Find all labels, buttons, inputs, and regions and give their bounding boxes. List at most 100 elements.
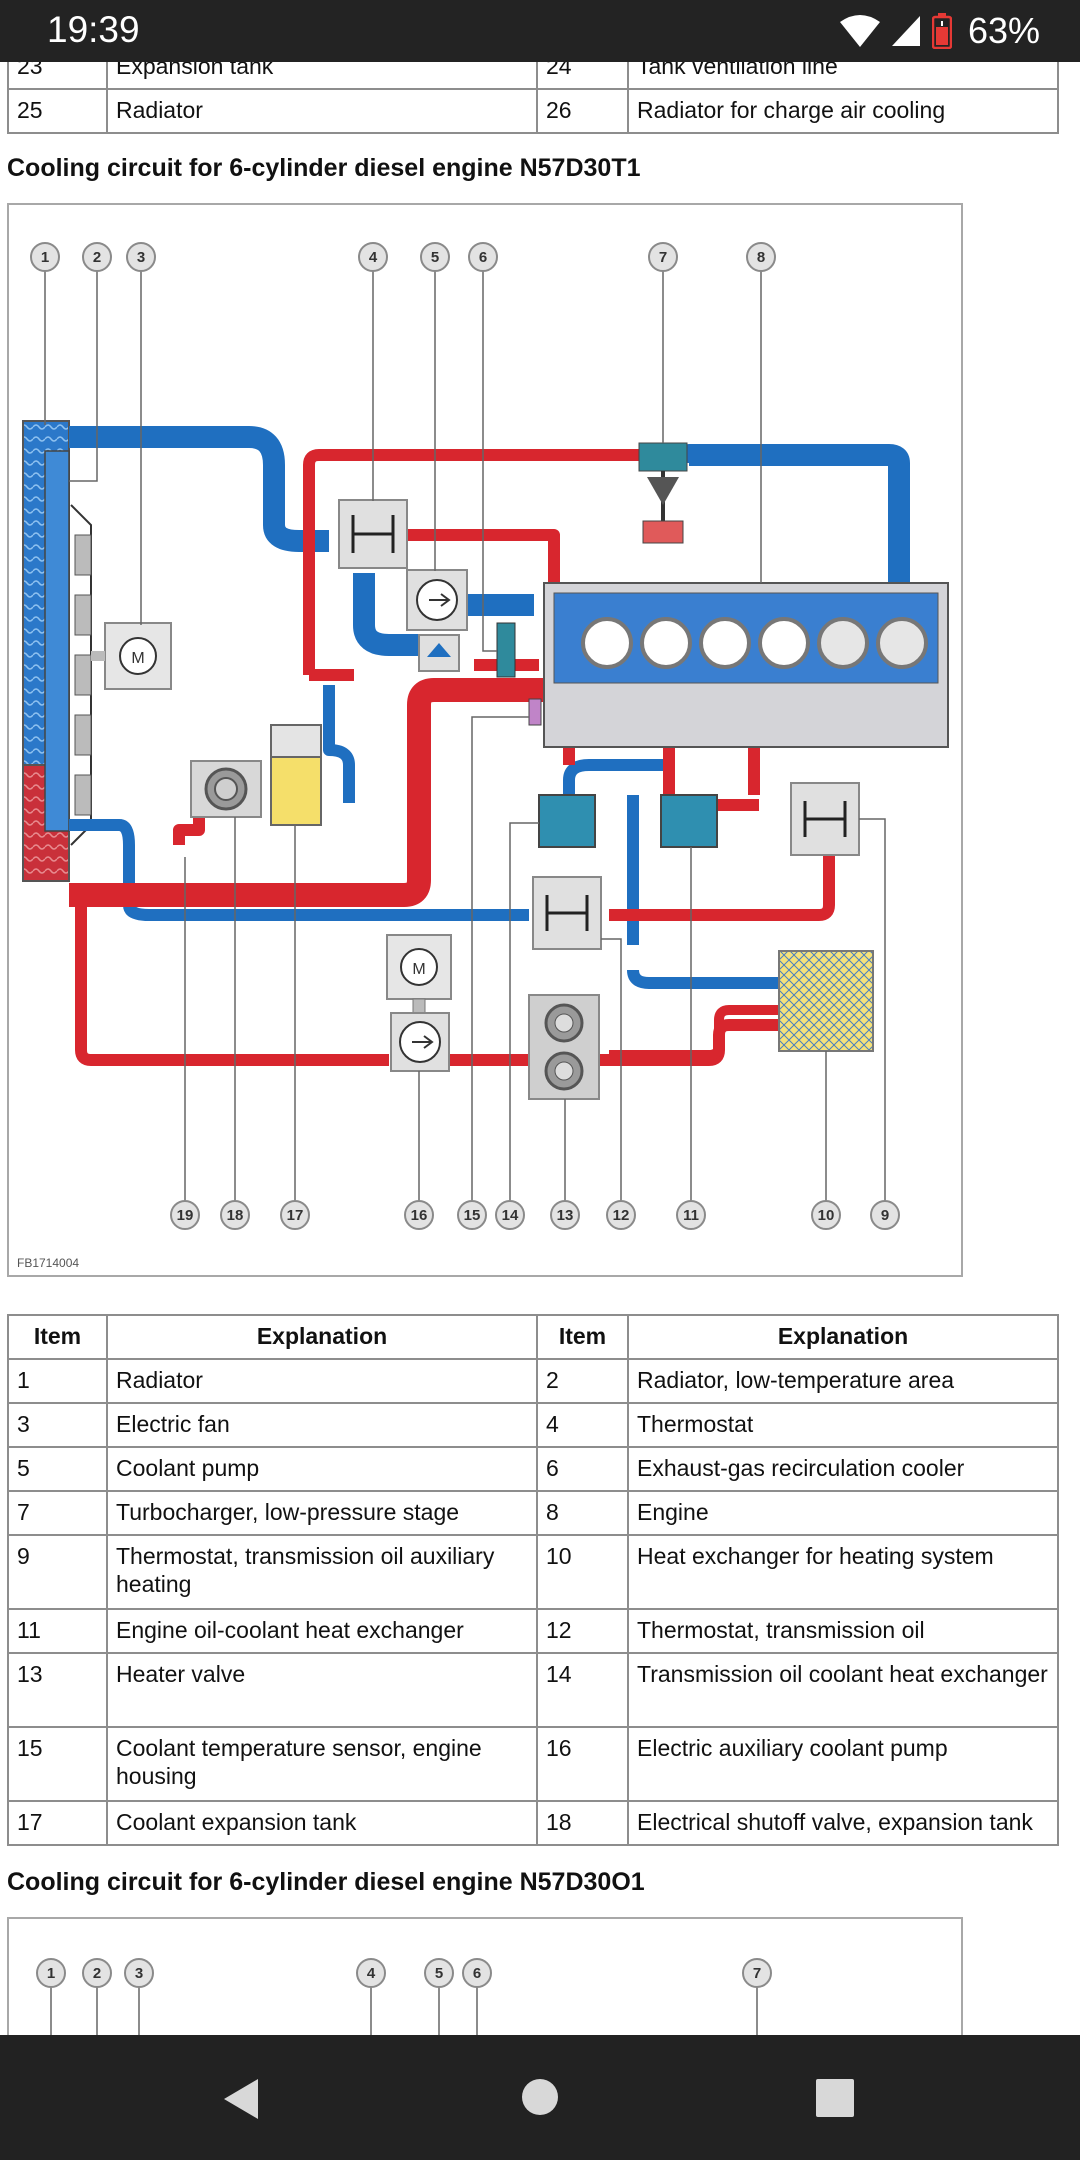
expansion-tank: [270, 724, 322, 826]
table-header-row: Item Explanation Item Explanation: [7, 1314, 1059, 1360]
table-cell: 3: [7, 1402, 108, 1448]
svg-text:10: 10: [818, 1207, 835, 1224]
callout-12: 12: [606, 1200, 636, 1230]
cooling-circuit-svg-2: 1 2 3 4 5 6 7: [36, 1958, 772, 2035]
egr-cooler: [496, 622, 516, 678]
svg-text:18: 18: [227, 1207, 244, 1224]
table-cell: Tank ventilation line: [627, 62, 1059, 90]
wifi-icon: [839, 15, 880, 47]
table-cell: Heater valve: [106, 1652, 538, 1728]
table-cell: 24: [536, 62, 629, 90]
battery-percent: 63%: [967, 10, 1040, 51]
table-cell: Heat exchanger for heating system: [627, 1534, 1059, 1610]
table-row: 25 Radiator 26 Radiator for charge air c…: [7, 88, 1059, 134]
svg-text:11: 11: [683, 1207, 699, 1224]
svg-text:7: 7: [659, 249, 667, 266]
svg-text:15: 15: [464, 1207, 481, 1224]
navigation-bar: [0, 2035, 1080, 2160]
table-cell: Electric fan: [106, 1402, 538, 1448]
callout-5: 5: [420, 242, 450, 272]
main-hot-return-line: [69, 678, 934, 907]
header-item: Item: [7, 1314, 108, 1360]
svg-text:1: 1: [41, 249, 49, 266]
callout-6: 6: [462, 1958, 492, 1988]
cooling-circuit-diagram[interactable]: M: [7, 203, 963, 1277]
table-row: 7 Turbocharger, low-pressure stage 8 Eng…: [7, 1490, 1059, 1536]
table-cell: 11: [7, 1608, 108, 1654]
table-cell: 26: [536, 88, 629, 134]
callout-11: 11: [676, 1200, 706, 1230]
coolant-pump-5: [406, 569, 468, 672]
table-cell: Thermostat: [627, 1402, 1059, 1448]
svg-text:19: 19: [177, 1207, 194, 1224]
svg-text:2: 2: [93, 249, 101, 266]
turbocharger: [638, 442, 688, 544]
cooling-circuit-diagram-2[interactable]: 1 2 3 4 5 6 7: [7, 1917, 963, 2035]
leader-lines: [44, 263, 886, 1205]
callout-5: 5: [424, 1958, 454, 1988]
section-title-n57d30t1: Cooling circuit for 6-cylinder diesel en…: [7, 154, 641, 182]
callout-19: 19: [170, 1200, 200, 1230]
svg-text:3: 3: [137, 249, 145, 266]
home-icon[interactable]: [520, 2077, 560, 2117]
table-cell: 7: [7, 1490, 108, 1536]
heating-heat-exchanger: [778, 950, 874, 1052]
callout-16: 16: [404, 1200, 434, 1230]
table-cell: 12: [536, 1608, 629, 1654]
table-cell: Coolant temperature sensor, engine housi…: [106, 1726, 538, 1802]
table-cell: 1: [7, 1358, 108, 1404]
temperature-sensor: [528, 698, 542, 726]
table-row: 23 Expansion tank 24 Tank ventilation li…: [7, 62, 1059, 90]
table-cell: Radiator: [106, 88, 538, 134]
recents-icon[interactable]: [815, 2078, 855, 2118]
table-cell: Coolant expansion tank: [106, 1800, 538, 1846]
svg-text:6: 6: [473, 1965, 481, 1982]
table-cell: 25: [7, 88, 108, 134]
back-icon[interactable]: [218, 2075, 266, 2123]
callout-3: 3: [126, 242, 156, 272]
svg-text:14: 14: [502, 1207, 519, 1224]
hot-coolant-lines: [75, 449, 835, 1066]
svg-text:7: 7: [753, 1965, 761, 1982]
callout-2: 2: [82, 242, 112, 272]
callout-2: 2: [82, 1958, 112, 1988]
callout-7: 7: [742, 1958, 772, 1988]
table-row: 9 Thermostat, transmission oil auxiliary…: [7, 1534, 1059, 1610]
table-cell: Radiator, low-temperature area: [627, 1358, 1059, 1404]
table-cell: 8: [536, 1490, 629, 1536]
svg-text:4: 4: [367, 1965, 376, 1982]
callout-14: 14: [495, 1200, 525, 1230]
svg-text:5: 5: [431, 249, 439, 266]
page-content[interactable]: 23 Expansion tank 24 Tank ventilation li…: [0, 62, 1080, 2035]
svg-text:6: 6: [479, 249, 487, 266]
svg-text:3: 3: [135, 1965, 143, 1982]
table-cell: Thermostat, transmission oil auxiliary h…: [106, 1534, 538, 1610]
electric-fan-motor: M: [91, 622, 172, 690]
table-row: 5 Coolant pump 6 Exhaust-gas recirculati…: [7, 1446, 1059, 1492]
figure-id: FB1714004: [17, 1256, 79, 1270]
table-cell: 18: [536, 1800, 629, 1846]
table-row: 11 Engine oil-coolant heat exchanger 12 …: [7, 1608, 1059, 1654]
callout-6: 6: [468, 242, 498, 272]
callout-10: 10: [811, 1200, 841, 1230]
table-cell: 6: [536, 1446, 629, 1492]
engine-block: [543, 582, 949, 748]
svg-text:M: M: [412, 961, 425, 978]
table-cell: Engine: [627, 1490, 1059, 1536]
callout-13: 13: [550, 1200, 580, 1230]
table-row: 13 Heater valve 14 Transmission oil cool…: [7, 1652, 1059, 1728]
oil-coolant-heat-exchanger: [660, 794, 718, 848]
table-cell: 9: [7, 1534, 108, 1610]
table-row: 3 Electric fan 4 Thermostat: [7, 1402, 1059, 1448]
table-cell: Electrical shutoff valve, expansion tank: [627, 1800, 1059, 1846]
table-cell: Transmission oil coolant heat exchanger: [627, 1652, 1059, 1728]
svg-text:M: M: [131, 650, 144, 667]
callout-9: 9: [870, 1200, 900, 1230]
status-time: 19:39: [47, 9, 140, 50]
cooling-circuit-svg: M: [17, 242, 949, 1270]
table-cell: Expansion tank: [106, 62, 538, 90]
table-cell: 10: [536, 1534, 629, 1610]
table-cell: Thermostat, transmission oil: [627, 1608, 1059, 1654]
table-row: 1 Radiator 2 Radiator, low-temperature a…: [7, 1358, 1059, 1404]
table-cell: 15: [7, 1726, 108, 1802]
